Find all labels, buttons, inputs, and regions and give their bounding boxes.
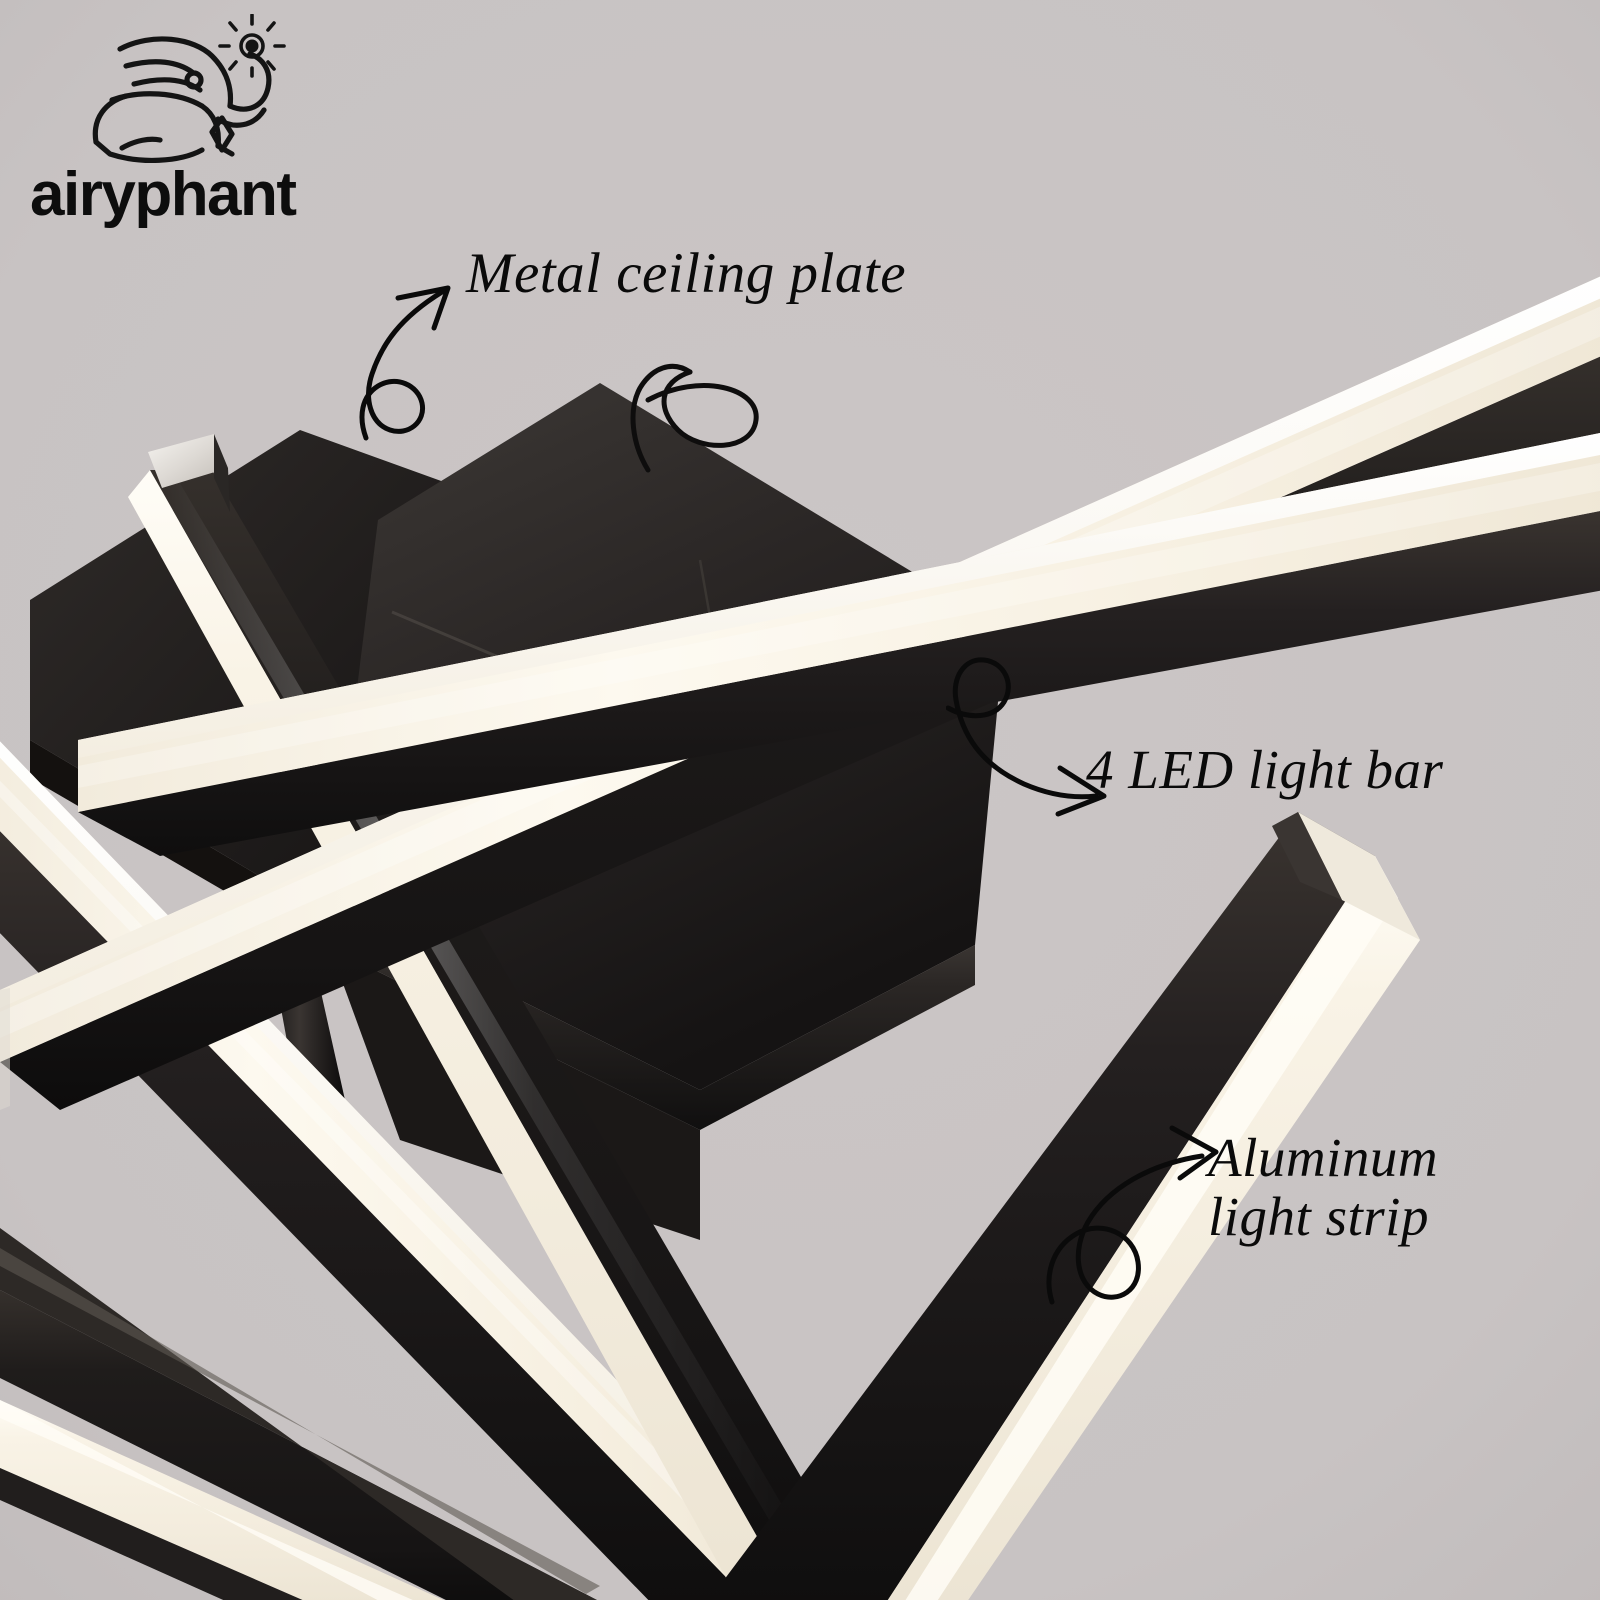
callout-led-light-bar: 4 LED light bar [1086, 739, 1444, 800]
elephant-with-light-logo-icon [92, 14, 286, 163]
callout-line-1: Aluminum [1208, 1127, 1439, 1188]
led-light-bar-d [78, 433, 1600, 856]
sunburst-icon [218, 14, 286, 78]
brand-wordmark: airyphant [30, 160, 297, 229]
mounting-wire [630, 363, 759, 473]
led-light-bar-g [0, 1400, 444, 1600]
callout-metal-ceiling-plate: Metal ceiling plate [466, 242, 907, 305]
callout-line-2: light strip [1208, 1186, 1429, 1248]
led-light-bar-f [0, 1228, 600, 1600]
brand-logo: airyphant [22, 14, 352, 229]
